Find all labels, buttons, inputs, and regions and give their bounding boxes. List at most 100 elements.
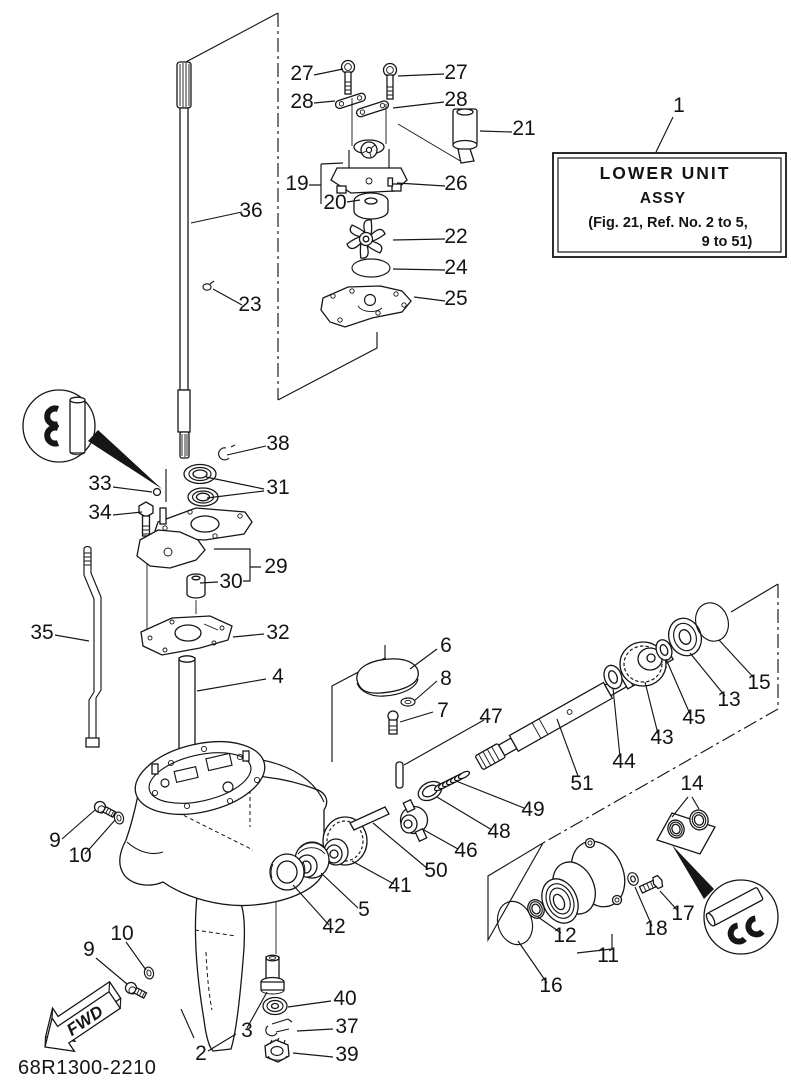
carrier-bolt-drawing xyxy=(638,874,664,894)
bearing-carrier-drawing xyxy=(541,837,626,924)
water-pump-housing-drawing xyxy=(330,98,463,194)
pump-base-plate-drawing xyxy=(320,285,412,328)
callout-27: 27 xyxy=(290,62,313,85)
thrust-washer-drawing xyxy=(655,639,673,661)
callout-15: 15 xyxy=(747,671,770,694)
grease-symbol-icon xyxy=(44,405,60,447)
callout-numbers: 1 27 27 28 28 21 19 20 26 22 24 25 36 23… xyxy=(30,61,770,1066)
callout-34: 34 xyxy=(88,501,112,524)
callout-30: 30 xyxy=(219,570,242,593)
mount-bolt-drawing xyxy=(138,501,154,537)
callout-11: 11 xyxy=(597,944,619,967)
water-tube-seal-drawing xyxy=(452,108,478,164)
callout-10: 10 xyxy=(68,844,91,867)
prop-washer-drawing xyxy=(262,996,288,1016)
callout-7: 7 xyxy=(437,699,449,722)
bearing-pair-drawing xyxy=(165,463,219,507)
callout-leader-lines xyxy=(54,68,755,1058)
dog-clutch-tube-drawing xyxy=(178,655,196,757)
callout-48: 48 xyxy=(487,820,510,843)
callout-16: 16 xyxy=(539,974,562,997)
title-line-4: 9 to 51) xyxy=(702,234,753,250)
callout-3: 3 xyxy=(241,1019,253,1042)
clutch-dog-drawing xyxy=(399,798,429,843)
bushing-30-drawing xyxy=(186,573,206,599)
callout-18: 18 xyxy=(644,917,667,940)
water-pump-bolt-drawing xyxy=(340,59,398,100)
callout-35: 35 xyxy=(30,621,53,644)
carrier-bushing-drawing xyxy=(527,899,545,919)
cotter-pin-drawing xyxy=(265,1018,293,1037)
callout-43: 43 xyxy=(650,726,673,749)
callout-4: 4 xyxy=(272,665,284,688)
callout-33: 33 xyxy=(88,472,111,495)
callout-41: 41 xyxy=(388,874,411,897)
carrier-washer-drawing xyxy=(627,872,639,886)
callout-38: 38 xyxy=(266,432,289,455)
prop-nut-drawing xyxy=(264,1037,290,1063)
anode-drawing xyxy=(356,645,419,735)
case-bolt-upper-drawing xyxy=(93,800,117,819)
grease-pointer-bottom xyxy=(672,845,714,899)
impeller-drawing xyxy=(346,219,386,259)
callout-32: 32 xyxy=(266,621,289,644)
cross-pin-spring-drawing xyxy=(433,770,471,792)
gear-shim-drawing xyxy=(603,664,623,690)
callout-13: 13 xyxy=(717,688,740,711)
callout-17: 17 xyxy=(671,902,694,925)
callout-24: 24 xyxy=(444,256,468,279)
callout-14: 14 xyxy=(680,772,704,795)
shift-plunger-pin-drawing xyxy=(395,761,404,789)
callout-5: 5 xyxy=(358,898,370,921)
callout-49: 49 xyxy=(521,798,544,821)
callout-28: 28 xyxy=(290,90,313,113)
title-line-2: ASSY xyxy=(640,190,686,207)
callout-8: 8 xyxy=(440,667,452,690)
callout-47: 47 xyxy=(479,705,502,728)
callout-12: 12 xyxy=(553,924,576,947)
water-pump-plate-drawing xyxy=(334,92,390,118)
callout-29: 29 xyxy=(264,555,287,578)
carrier-oring-lower-drawing xyxy=(496,900,534,946)
grease-symbol-icon xyxy=(727,915,765,945)
case-seal-drawing xyxy=(269,853,306,891)
callout-25: 25 xyxy=(444,287,467,310)
dowel-pin-drawing xyxy=(152,487,162,497)
case-washer-upper-drawing xyxy=(113,811,125,825)
gear-case-drawing xyxy=(119,741,329,1052)
callout-6: 6 xyxy=(440,634,452,657)
callout-9: 9 xyxy=(83,938,95,961)
fwd-arrow: FWD xyxy=(44,980,122,1053)
grease-balloon-top xyxy=(22,389,162,489)
case-washer-lower-drawing xyxy=(143,966,155,980)
callout-21: 21 xyxy=(512,117,535,140)
shift-rod-drawing xyxy=(83,545,102,748)
circlip-drawing xyxy=(218,444,236,461)
carrier-seal-pair-drawing xyxy=(656,809,716,855)
prop-bushing-drawing xyxy=(260,954,285,995)
callout-1: 1 xyxy=(673,94,685,117)
callout-19: 19 xyxy=(285,172,308,195)
callout-20: 20 xyxy=(323,191,346,214)
callout-50: 50 xyxy=(424,859,447,882)
case-bolt-lower-drawing xyxy=(124,981,148,1000)
callout-42: 42 xyxy=(322,915,345,938)
callout-22: 22 xyxy=(444,225,467,248)
pump-bracket-drawing xyxy=(136,507,253,569)
prop-shaft-bearing-drawing xyxy=(667,617,703,657)
callout-28: 28 xyxy=(444,88,467,111)
callout-23: 23 xyxy=(238,293,261,316)
drive-shaft-drawing xyxy=(176,61,215,459)
callout-45: 45 xyxy=(682,706,705,729)
oil-seal-drawing xyxy=(353,192,389,220)
callout-40: 40 xyxy=(333,987,356,1010)
callout-2: 2 xyxy=(195,1042,207,1065)
callout-36: 36 xyxy=(239,199,262,222)
callout-26: 26 xyxy=(444,172,467,195)
callout-37: 37 xyxy=(335,1015,358,1038)
spring-seat-drawing xyxy=(417,780,443,802)
cross-pin-drawing xyxy=(349,806,390,831)
callout-31: 31 xyxy=(266,476,289,499)
figure-part-code: 68R1300-2210 xyxy=(18,1057,156,1079)
